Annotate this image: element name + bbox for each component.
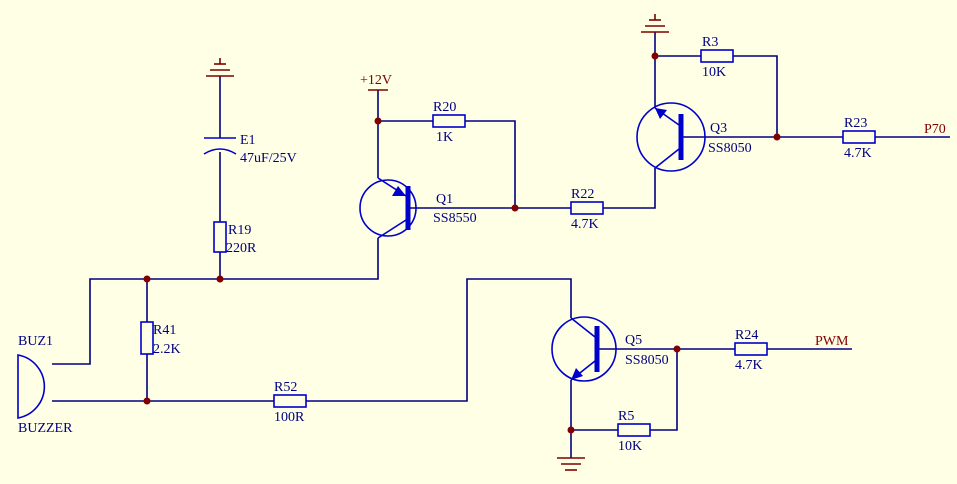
resistor-icon: [213, 221, 227, 253]
q1-value: SS8550: [433, 211, 477, 226]
pnp-transistor-icon: [359, 177, 417, 239]
junctions: [143, 52, 781, 434]
r22-ref: R22: [571, 187, 594, 202]
capacitor-icon: [203, 137, 237, 155]
resistor-icon: [273, 394, 307, 408]
r19-ref: R19: [228, 223, 251, 238]
resistor-icon: [570, 201, 604, 215]
junction-dot-icon: [143, 397, 151, 405]
r3-ref: R3: [702, 35, 718, 50]
junction-dot-icon: [567, 426, 575, 434]
resistor-icon: [700, 49, 734, 63]
resistor-icon: [842, 130, 876, 144]
npn-transistor-icon: [551, 316, 617, 382]
wires: [52, 32, 950, 458]
r52-value: 100R: [274, 410, 305, 425]
ground-icon: [206, 58, 234, 77]
r5-ref: R5: [618, 409, 634, 424]
resistor-icon: [617, 423, 651, 437]
junction-dot-icon: [216, 275, 224, 283]
q5-value: SS8050: [625, 353, 669, 368]
ground-icon: [641, 14, 669, 33]
r5-value: 10K: [618, 439, 642, 454]
q5-ref: Q5: [625, 333, 642, 348]
e1-ref: E1: [240, 133, 256, 148]
junction-dot-icon: [773, 133, 781, 141]
r24-value: 4.7K: [735, 358, 763, 373]
q3-value: SS8050: [708, 141, 752, 156]
buz1-value: BUZZER: [18, 421, 73, 436]
junction-dot-icon: [673, 345, 681, 353]
r23-value: 4.7K: [844, 146, 872, 161]
q1-ref: Q1: [436, 192, 453, 207]
buz1-ref: BUZ1: [18, 334, 53, 349]
vcc-label: +12V: [360, 73, 392, 88]
npn-transistor-icon: [636, 102, 706, 172]
resistor-icon: [140, 321, 154, 355]
junction-dot-icon: [511, 204, 519, 212]
junction-dot-icon: [374, 117, 382, 125]
q3-ref: Q3: [710, 121, 727, 136]
r19-value: 220R: [226, 241, 257, 256]
resistor-icon: [432, 114, 466, 128]
junction-dot-icon: [143, 275, 151, 283]
net-label-pwm: PWM: [815, 334, 849, 349]
r41-ref: R41: [153, 323, 176, 338]
net-label-p70: P70: [924, 122, 946, 137]
resistor-icon: [734, 342, 768, 356]
r20-value: 1K: [436, 130, 453, 145]
r22-value: 4.7K: [571, 217, 599, 232]
r3-value: 10K: [702, 65, 726, 80]
e1-value: 47uF/25V: [240, 151, 297, 166]
r24-ref: R24: [735, 328, 758, 343]
r20-ref: R20: [433, 100, 456, 115]
r41-value: 2.2K: [153, 342, 181, 357]
buzzer-icon: [17, 354, 46, 419]
ground-icon: [557, 457, 585, 471]
junction-dot-icon: [651, 52, 659, 60]
r23-ref: R23: [844, 116, 867, 131]
r52-ref: R52: [274, 380, 297, 395]
